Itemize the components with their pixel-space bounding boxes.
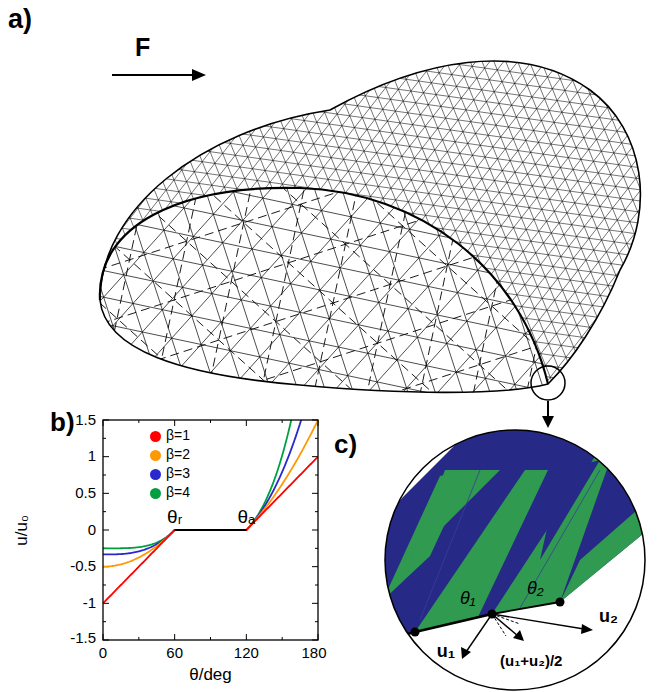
legend-text: β=2 [166,447,190,462]
tick-label: -0.5 [70,558,96,575]
legend-text: β=3 [166,466,190,481]
axis-title: u/u₀ [13,515,32,546]
tick-label: 60 [166,645,183,662]
panel-letter: c) [334,430,357,459]
tick-label: -1.5 [70,630,96,647]
angle-label: θₐ [238,507,256,528]
data-curve [103,420,318,554]
zoom-inset [380,420,660,690]
tick-label: 1 [88,448,96,465]
angle-label: θᵣ [167,507,182,528]
tick-label: 0 [88,522,96,539]
flat-segment [175,529,247,531]
tick-label: 1.5 [75,412,96,429]
axis-ticks [103,420,318,640]
panel-letter: b) [50,408,75,437]
data-curve [103,457,318,604]
force-arrow [112,69,206,81]
force-label: F [135,34,150,62]
vector-label: u₁ [437,642,455,662]
tick-label: 180 [301,645,326,662]
angle-label: θ₁ [460,589,475,609]
legend-text: β=1 [166,428,190,443]
data-curve [103,420,318,567]
angle-label: θ₂ [527,579,544,599]
legend-swatch [150,431,161,442]
tick-label: 0.5 [75,485,96,502]
axis-title: θ/deg [189,666,232,685]
legend-text: β=4 [166,485,190,500]
panel-letter: a) [8,5,32,35]
tick-label: 120 [234,645,259,662]
zoom-callout [531,366,565,428]
legend-swatch [150,488,161,499]
tick-label: 0 [99,645,107,662]
vector-label: u₂ [599,607,618,627]
data-curve [103,420,318,548]
vector-label: (u₁+u₂)/2 [500,653,562,670]
legend-swatch [150,469,161,480]
tick-label: -1 [83,595,96,612]
legend-swatch [150,450,161,461]
plot-axes [103,255,318,640]
